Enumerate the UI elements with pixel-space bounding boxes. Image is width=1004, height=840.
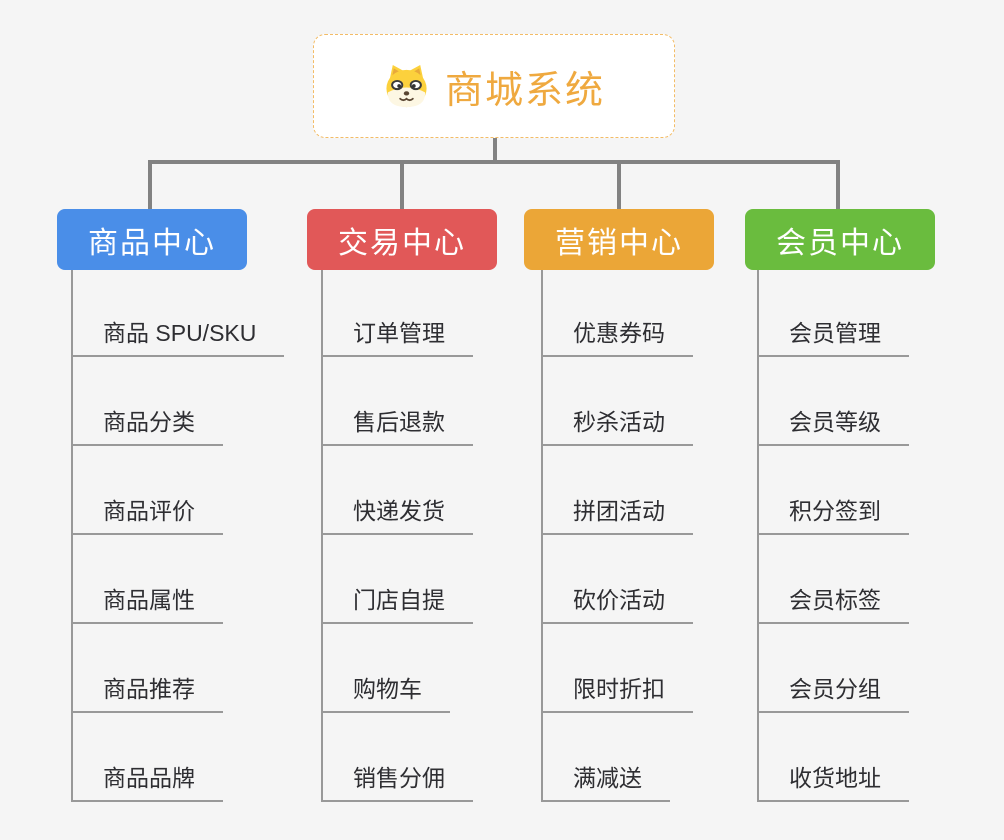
connector-drop-member bbox=[836, 160, 840, 210]
child-node-order-management[interactable]: 订单管理 bbox=[321, 318, 473, 357]
branch-trunk-line-product bbox=[71, 270, 73, 801]
child-node-points-checkin[interactable]: 积分签到 bbox=[757, 496, 909, 535]
child-node-express-shipping[interactable]: 快递发货 bbox=[321, 496, 473, 535]
child-node-group-buy[interactable]: 拼团活动 bbox=[541, 496, 693, 535]
child-node-flash-sale[interactable]: 秒杀活动 bbox=[541, 407, 693, 446]
root-node-mall-system[interactable]: 商城系统 bbox=[313, 34, 675, 138]
branch-node-member-center[interactable]: 会员中心 bbox=[745, 209, 935, 270]
child-node-after-sale-refund[interactable]: 售后退款 bbox=[321, 407, 473, 446]
child-node-store-pickup[interactable]: 门店自提 bbox=[321, 585, 473, 624]
child-node-member-group[interactable]: 会员分组 bbox=[757, 674, 909, 713]
child-node-sales-commission[interactable]: 销售分佣 bbox=[321, 763, 473, 802]
child-node-product-brand[interactable]: 商品品牌 bbox=[71, 763, 223, 802]
branch-node-product-center[interactable]: 商品中心 bbox=[57, 209, 247, 270]
connector-drop-marketing bbox=[617, 160, 621, 210]
child-node-member-tag[interactable]: 会员标签 bbox=[757, 585, 909, 624]
child-node-member-management[interactable]: 会员管理 bbox=[757, 318, 909, 357]
child-node-product-review[interactable]: 商品评价 bbox=[71, 496, 223, 535]
branch-trunk-line-marketing bbox=[541, 270, 543, 801]
connector-drop-product bbox=[148, 160, 152, 210]
child-node-shipping-address[interactable]: 收货地址 bbox=[757, 763, 909, 802]
child-node-product-spu-sku[interactable]: 商品 SPU/SKU bbox=[71, 318, 285, 357]
dog-face-icon bbox=[383, 63, 430, 110]
root-title: 商城系统 bbox=[444, 69, 605, 112]
child-node-spend-and-save[interactable]: 满减送 bbox=[541, 763, 670, 802]
branch-trunk-line-trade bbox=[321, 270, 323, 801]
child-node-limited-time-discount[interactable]: 限时折扣 bbox=[541, 674, 693, 713]
branch-node-marketing-center[interactable]: 营销中心 bbox=[524, 209, 714, 270]
child-node-product-category[interactable]: 商品分类 bbox=[71, 407, 223, 446]
child-node-shopping-cart[interactable]: 购物车 bbox=[321, 674, 450, 713]
child-node-bargain-activity[interactable]: 砍价活动 bbox=[541, 585, 693, 624]
child-node-member-level[interactable]: 会员等级 bbox=[757, 407, 909, 446]
child-node-coupon-code[interactable]: 优惠券码 bbox=[541, 318, 693, 357]
branch-node-trade-center[interactable]: 交易中心 bbox=[307, 209, 497, 270]
child-node-product-attribute[interactable]: 商品属性 bbox=[71, 585, 223, 624]
connector-horizontal-bar bbox=[148, 160, 840, 164]
branch-trunk-line-member bbox=[757, 270, 759, 801]
child-node-product-recommend[interactable]: 商品推荐 bbox=[71, 674, 223, 713]
connector-root-stem bbox=[493, 138, 497, 164]
connector-drop-trade bbox=[400, 160, 404, 210]
